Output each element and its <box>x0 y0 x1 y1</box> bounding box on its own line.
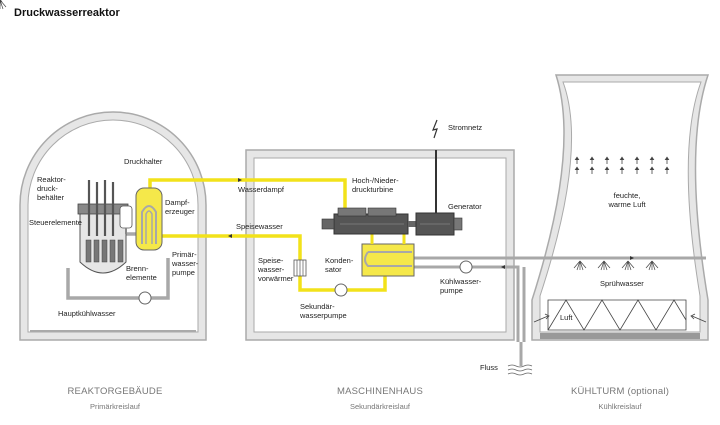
spray-nozzles <box>0 0 659 271</box>
label-reaktor-2: druck- <box>37 184 58 193</box>
label-steuerelemente: Steuerelemente <box>29 218 82 227</box>
steam-generator <box>135 187 163 251</box>
label-dampferzeuger-1: Dampf- <box>165 198 190 207</box>
label-luft: Luft <box>560 313 573 322</box>
turbine <box>321 207 409 235</box>
label-speisewasser: Speisewasser <box>236 222 283 231</box>
label-primaerpumpe-2: wasser- <box>172 259 199 268</box>
label-reaktor-1: Reaktor- <box>37 175 66 184</box>
control-rods <box>87 180 115 236</box>
label-spruehwasser: Sprühwasser <box>600 279 644 288</box>
label-primaerpumpe-1: Primär- <box>172 250 197 259</box>
label-dampferzeuger-2: erzeuger <box>165 207 195 216</box>
label-kondensator-2: sator <box>325 265 342 274</box>
section-kuehlturm: KÜHLTURM (optional) <box>570 386 670 397</box>
label-luft-warm-2: warme Luft <box>608 200 646 209</box>
generator <box>408 212 463 236</box>
label-vorwaermer-2: wasser- <box>258 265 285 274</box>
section-reaktorgebaeude: REAKTORGEBÄUDE <box>67 386 163 397</box>
secondary-water-pump <box>334 283 348 297</box>
label-vorwaermer-1: Speise- <box>258 256 284 265</box>
label-brennelemente-1: Brenn- <box>126 264 149 273</box>
condenser <box>361 243 415 277</box>
label-kondensator-1: Konden- <box>325 256 354 265</box>
label-druckhalter: Druckhalter <box>124 157 163 166</box>
label-vorwaermer-3: vorwärmer <box>258 274 294 283</box>
label-luft-warm-1: feuchte, <box>613 191 641 200</box>
label-sekundaerpumpe-2: wasserpumpe <box>300 311 347 320</box>
diagram-title: Druckwasserreaktor <box>14 7 120 19</box>
label-stromnetz: Stromnetz <box>448 123 483 132</box>
label-generator: Generator <box>448 202 482 211</box>
section-maschinenhaus: MASCHINENHAUS <box>337 386 423 397</box>
label-reaktor-3: behälter <box>37 193 65 202</box>
fuel-elements <box>85 239 124 263</box>
circuit-primaer: Primärkreislauf <box>89 402 140 411</box>
cooling-water-loop <box>380 256 706 342</box>
cooling-water-pump <box>459 260 473 274</box>
circuit-sekundaer: Sekundärkreislauf <box>349 402 411 411</box>
label-sekundaerpumpe-1: Sekundär- <box>300 302 335 311</box>
label-wasserdampf: Wasserdampf <box>238 185 284 194</box>
river <box>507 364 533 376</box>
label-kuehlpumpe-1: Kühlwasser- <box>440 277 482 286</box>
pressurizer <box>119 205 133 229</box>
label-turbine-2: druckturbine <box>352 185 394 194</box>
label-hauptkuehlwasser: Hauptkühlwasser <box>58 309 116 318</box>
label-brennelemente-2: elemente <box>126 273 157 282</box>
tower-fill <box>547 299 687 331</box>
label-turbine-1: Hoch-/Nieder- <box>352 176 399 185</box>
circuit-kuehl: Kühlkreislauf <box>598 402 642 411</box>
label-primaerpumpe-3: pumpe <box>172 268 195 277</box>
primary-water-pump <box>138 291 152 305</box>
lightning-icon <box>432 119 438 139</box>
label-fluss: Fluss <box>480 363 498 372</box>
label-kuehlpumpe-2: pumpe <box>440 286 463 295</box>
